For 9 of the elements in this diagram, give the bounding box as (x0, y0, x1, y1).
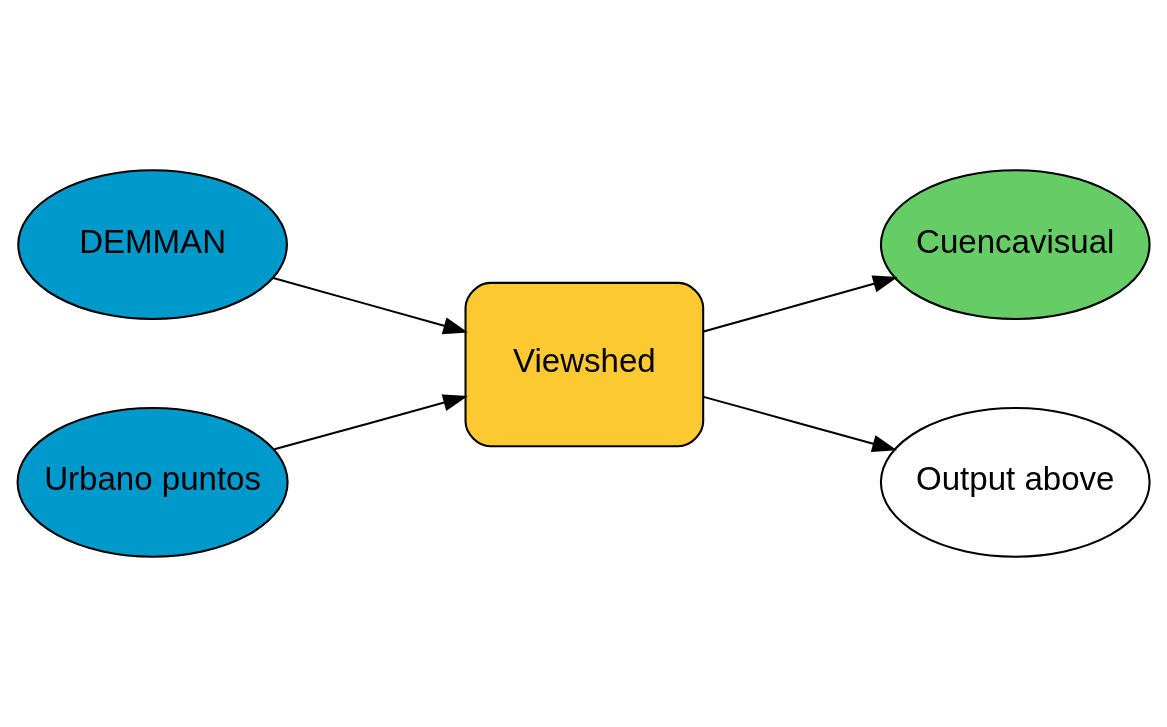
node-ellipse: Urbano puntos (16, 406, 289, 558)
node-ellipse: DEMMAN (17, 169, 288, 321)
arrow (274, 394, 468, 451)
arrow (272, 276, 468, 335)
arrow (703, 275, 898, 333)
arrow (703, 395, 898, 453)
node-box: Viewshed (464, 281, 705, 448)
node-ellipse: Output above (879, 406, 1151, 558)
node-ellipse: Cuencavisual (879, 169, 1151, 321)
